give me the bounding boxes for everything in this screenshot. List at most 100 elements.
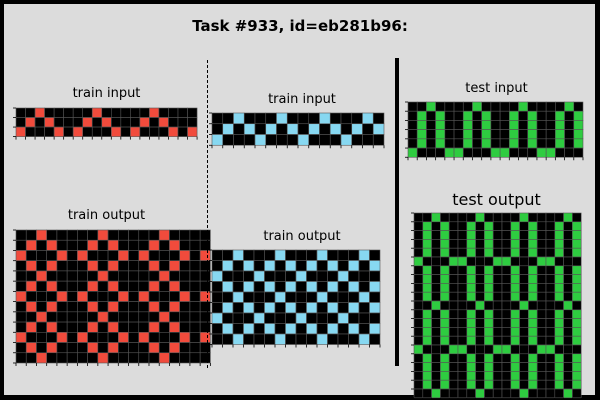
test-input-label: test input xyxy=(465,81,528,96)
grid-cell xyxy=(222,270,234,282)
grid-cell xyxy=(120,107,131,118)
grid-cell xyxy=(422,212,432,223)
grid-cell xyxy=(358,312,370,324)
grid-cell xyxy=(510,300,520,311)
grid-cell xyxy=(422,239,432,249)
grid-cell xyxy=(457,274,468,284)
grid-cell xyxy=(431,344,441,355)
grid-cell xyxy=(120,126,131,137)
grid-cell xyxy=(448,247,459,258)
grid-cell xyxy=(554,318,564,328)
grid-cell xyxy=(222,112,234,125)
grid-cell xyxy=(510,283,520,293)
train-output-label-2: train output xyxy=(263,229,341,244)
grid-cell xyxy=(554,388,564,399)
grid-cell xyxy=(177,126,188,137)
grid-cell xyxy=(316,281,328,293)
grid-cell xyxy=(563,318,573,328)
grid-cell xyxy=(199,342,211,354)
grid-cell xyxy=(97,239,109,251)
grid-cell xyxy=(413,230,424,240)
grid-cell xyxy=(179,332,191,343)
grid-cell xyxy=(572,221,582,231)
grid-cell xyxy=(316,323,328,335)
grid-cell xyxy=(440,379,450,390)
grid-cell xyxy=(510,327,520,337)
grid-cell xyxy=(545,388,556,399)
grid-cell xyxy=(243,123,256,135)
grid-cell xyxy=(91,126,103,137)
grid-cell xyxy=(528,318,538,328)
grid-cell xyxy=(128,291,140,302)
grid-cell xyxy=(46,229,58,241)
grid-cell xyxy=(519,309,529,319)
grid-cell xyxy=(563,291,573,302)
grid-cell xyxy=(554,344,564,355)
grid-cell xyxy=(358,333,370,345)
grid-cell xyxy=(528,247,538,258)
grid-cell xyxy=(46,280,58,292)
grid-cell xyxy=(369,312,381,324)
grid-cell xyxy=(149,117,160,128)
grid-cell xyxy=(518,129,529,140)
grid-cell xyxy=(416,101,427,112)
grid-cell xyxy=(337,323,349,335)
grid-cell xyxy=(536,283,547,293)
grid-cell xyxy=(536,138,547,149)
grid-cell xyxy=(475,388,485,399)
grid-cell xyxy=(444,147,455,158)
grid-cell xyxy=(422,379,432,390)
grid-cell xyxy=(295,260,307,272)
grid-cell xyxy=(369,249,381,261)
grid-cell xyxy=(327,302,339,314)
grid-cell xyxy=(72,107,84,118)
grid-cell xyxy=(77,321,88,333)
grid-cell xyxy=(369,291,381,303)
grid-cell xyxy=(15,117,26,128)
grid-cell xyxy=(276,134,288,146)
grid-cell xyxy=(66,250,78,261)
grid-cell xyxy=(518,138,529,149)
grid-cell xyxy=(232,333,244,345)
grid-cell xyxy=(25,117,36,128)
grid-cell xyxy=(501,230,512,240)
grid-cell xyxy=(56,342,68,354)
grid-cell xyxy=(510,318,520,328)
grid-cell xyxy=(510,353,520,363)
grid-cell xyxy=(490,129,501,140)
grid-cell xyxy=(128,239,140,251)
grid-cell xyxy=(169,260,180,272)
grid-cell xyxy=(555,147,565,158)
grid-cell xyxy=(422,274,432,284)
grid-cell xyxy=(169,229,180,241)
grid-cell xyxy=(211,112,224,125)
grid-cell xyxy=(138,301,150,313)
grid-cell xyxy=(148,239,160,251)
grid-cell xyxy=(431,300,441,311)
grid-cell xyxy=(77,270,88,282)
grid-cell xyxy=(422,388,432,399)
grid-cell xyxy=(563,274,573,284)
grid-cell xyxy=(72,117,84,128)
grid-cell xyxy=(66,260,78,272)
grid-cell xyxy=(348,249,360,261)
grid-cell xyxy=(306,270,318,282)
grid-cell xyxy=(56,229,68,241)
grid-cell xyxy=(56,301,68,313)
grid-cell xyxy=(472,147,482,158)
grid-cell xyxy=(536,221,547,231)
grid-cell xyxy=(15,126,26,137)
grid-cell xyxy=(15,260,27,272)
grid-cell xyxy=(499,110,510,121)
grid-cell xyxy=(148,229,160,241)
grid-cell xyxy=(97,280,109,292)
grid-cell xyxy=(440,318,450,328)
grid-cell xyxy=(462,138,473,149)
grid-cell xyxy=(554,256,564,267)
grid-cell xyxy=(87,229,99,241)
grid-cell xyxy=(87,301,99,313)
grid-cell xyxy=(316,291,328,303)
grid-cell xyxy=(189,311,201,323)
grid-cell xyxy=(15,291,27,302)
grid-cell xyxy=(222,123,234,135)
